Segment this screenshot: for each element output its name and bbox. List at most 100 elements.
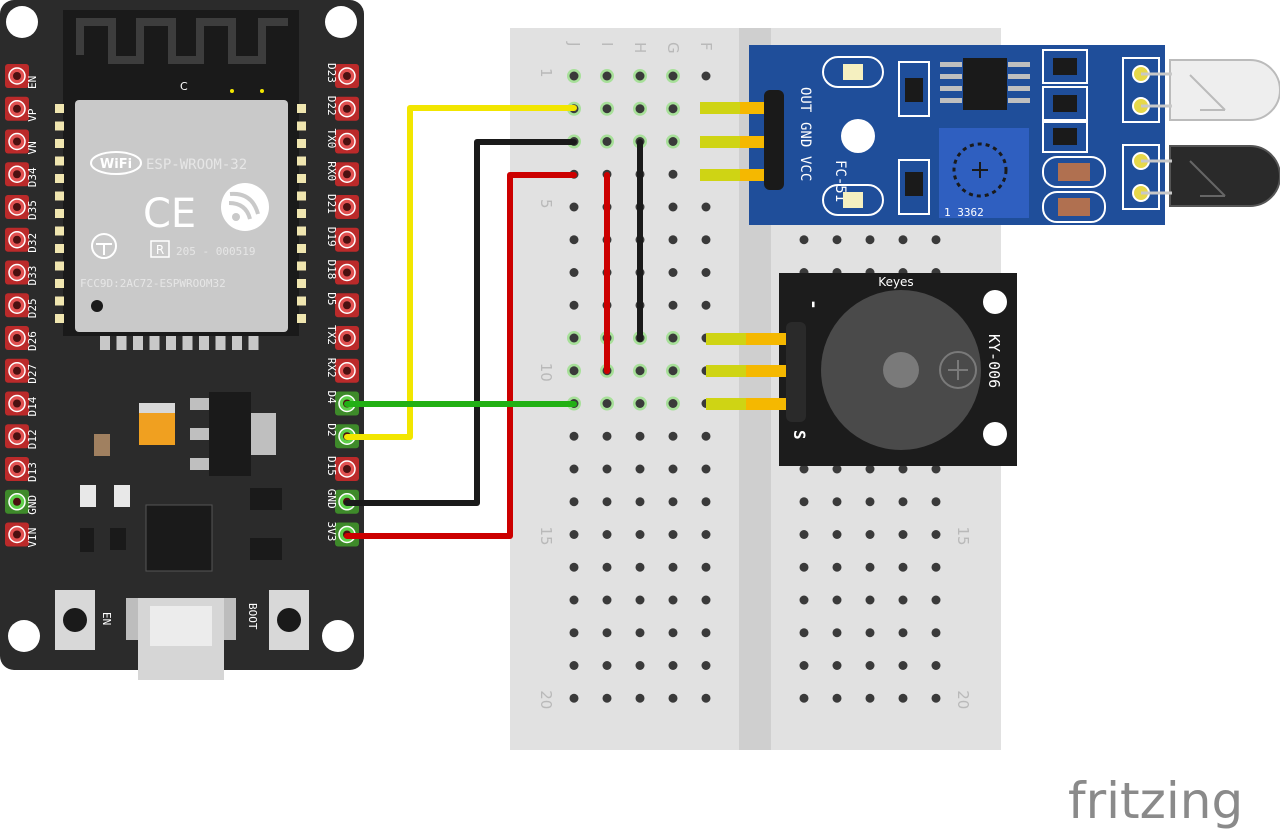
breadboard-hole[interactable]	[701, 71, 711, 81]
breadboard-hole[interactable]	[668, 628, 678, 638]
en-button[interactable]	[55, 590, 95, 650]
breadboard-hole[interactable]	[898, 530, 908, 539]
breadboard-hole[interactable]	[668, 562, 678, 572]
breadboard-hole[interactable]	[569, 431, 579, 441]
breadboard-hole[interactable]	[602, 661, 612, 670]
breadboard-hole[interactable]	[569, 661, 579, 670]
breadboard-hole[interactable]	[635, 562, 645, 572]
breadboard-hole[interactable]	[602, 137, 612, 146]
breadboard-hole[interactable]	[832, 497, 842, 507]
breadboard-hole[interactable]	[799, 530, 809, 539]
breadboard-hole[interactable]	[832, 661, 842, 670]
breadboard-hole[interactable]	[668, 693, 678, 703]
breadboard-hole[interactable]	[668, 268, 678, 277]
micro-usb-port[interactable]	[126, 598, 236, 680]
breadboard-hole[interactable]	[898, 595, 908, 605]
breadboard-hole[interactable]	[569, 202, 579, 212]
breadboard-hole[interactable]	[898, 497, 908, 507]
breadboard-hole[interactable]	[569, 366, 579, 376]
breadboard-hole[interactable]	[602, 628, 612, 638]
breadboard-hole[interactable]	[865, 628, 875, 638]
breadboard-hole[interactable]	[799, 628, 809, 638]
breadboard-hole[interactable]	[832, 693, 842, 703]
breadboard-hole[interactable]	[701, 431, 711, 441]
breadboard-hole[interactable]	[799, 497, 809, 507]
breadboard-hole[interactable]	[602, 595, 612, 605]
breadboard-hole[interactable]	[931, 562, 941, 572]
breadboard-hole[interactable]	[569, 71, 579, 81]
breadboard-hole[interactable]	[569, 464, 579, 474]
breadboard-hole[interactable]	[898, 464, 908, 474]
breadboard-hole[interactable]	[668, 399, 678, 408]
breadboard-hole[interactable]	[569, 235, 579, 245]
breadboard-hole[interactable]	[635, 71, 645, 81]
breadboard-hole[interactable]	[635, 530, 645, 539]
breadboard-hole[interactable]	[931, 464, 941, 474]
breadboard-hole[interactable]	[668, 661, 678, 670]
breadboard-hole[interactable]	[635, 366, 645, 376]
breadboard-hole[interactable]	[832, 562, 842, 572]
breadboard-hole[interactable]	[635, 464, 645, 474]
potentiometer-dial[interactable]	[952, 142, 1008, 198]
breadboard-hole[interactable]	[799, 661, 809, 670]
breadboard-hole[interactable]	[865, 464, 875, 474]
breadboard-hole[interactable]	[931, 595, 941, 605]
breadboard-hole[interactable]	[668, 202, 678, 212]
breadboard-hole[interactable]	[931, 235, 941, 245]
breadboard-hole[interactable]	[701, 497, 711, 507]
breadboard-hole[interactable]	[668, 137, 678, 146]
breadboard-hole[interactable]	[701, 202, 711, 212]
breadboard-hole[interactable]	[701, 235, 711, 245]
breadboard-hole[interactable]	[668, 169, 678, 179]
breadboard-hole[interactable]	[931, 661, 941, 670]
breadboard-hole[interactable]	[602, 104, 612, 114]
breadboard-hole[interactable]	[832, 235, 842, 245]
breadboard-hole[interactable]	[701, 300, 711, 310]
breadboard-hole[interactable]	[569, 562, 579, 572]
breadboard-hole[interactable]	[865, 497, 875, 507]
breadboard-hole[interactable]	[668, 71, 678, 81]
potentiometer[interactable]	[939, 128, 1029, 218]
breadboard-hole[interactable]	[832, 595, 842, 605]
breadboard-hole[interactable]	[898, 661, 908, 670]
breadboard-hole[interactable]	[602, 431, 612, 441]
breadboard-hole[interactable]	[635, 693, 645, 703]
breadboard-hole[interactable]	[701, 693, 711, 703]
breadboard-hole[interactable]	[701, 661, 711, 670]
breadboard-hole[interactable]	[668, 464, 678, 474]
breadboard-hole[interactable]	[635, 661, 645, 670]
breadboard-hole[interactable]	[569, 497, 579, 507]
breadboard-hole[interactable]	[602, 530, 612, 539]
breadboard-hole[interactable]	[799, 693, 809, 703]
breadboard-hole[interactable]	[635, 399, 645, 408]
breadboard-hole[interactable]	[668, 333, 678, 343]
breadboard-hole[interactable]	[668, 235, 678, 245]
breadboard-hole[interactable]	[701, 530, 711, 539]
breadboard-hole[interactable]	[569, 333, 579, 343]
breadboard-hole[interactable]	[668, 497, 678, 507]
breadboard-hole[interactable]	[865, 562, 875, 572]
breadboard-hole[interactable]	[635, 431, 645, 441]
breadboard-hole[interactable]	[865, 595, 875, 605]
breadboard-hole[interactable]	[569, 300, 579, 310]
breadboard-hole[interactable]	[931, 497, 941, 507]
breadboard-hole[interactable]	[602, 71, 612, 81]
breadboard-hole[interactable]	[865, 235, 875, 245]
breadboard-hole[interactable]	[865, 693, 875, 703]
breadboard-hole[interactable]	[569, 530, 579, 539]
breadboard-hole[interactable]	[569, 268, 579, 277]
breadboard-hole[interactable]	[602, 497, 612, 507]
breadboard-hole[interactable]	[635, 628, 645, 638]
breadboard-hole[interactable]	[668, 366, 678, 376]
breadboard-hole[interactable]	[668, 104, 678, 114]
breadboard-hole[interactable]	[635, 595, 645, 605]
breadboard-hole[interactable]	[898, 562, 908, 572]
breadboard-hole[interactable]	[799, 562, 809, 572]
breadboard-hole[interactable]	[701, 595, 711, 605]
breadboard-hole[interactable]	[602, 464, 612, 474]
breadboard-hole[interactable]	[898, 693, 908, 703]
breadboard-hole[interactable]	[668, 300, 678, 310]
breadboard-hole[interactable]	[602, 693, 612, 703]
breadboard-hole[interactable]	[668, 595, 678, 605]
breadboard-hole[interactable]	[799, 595, 809, 605]
